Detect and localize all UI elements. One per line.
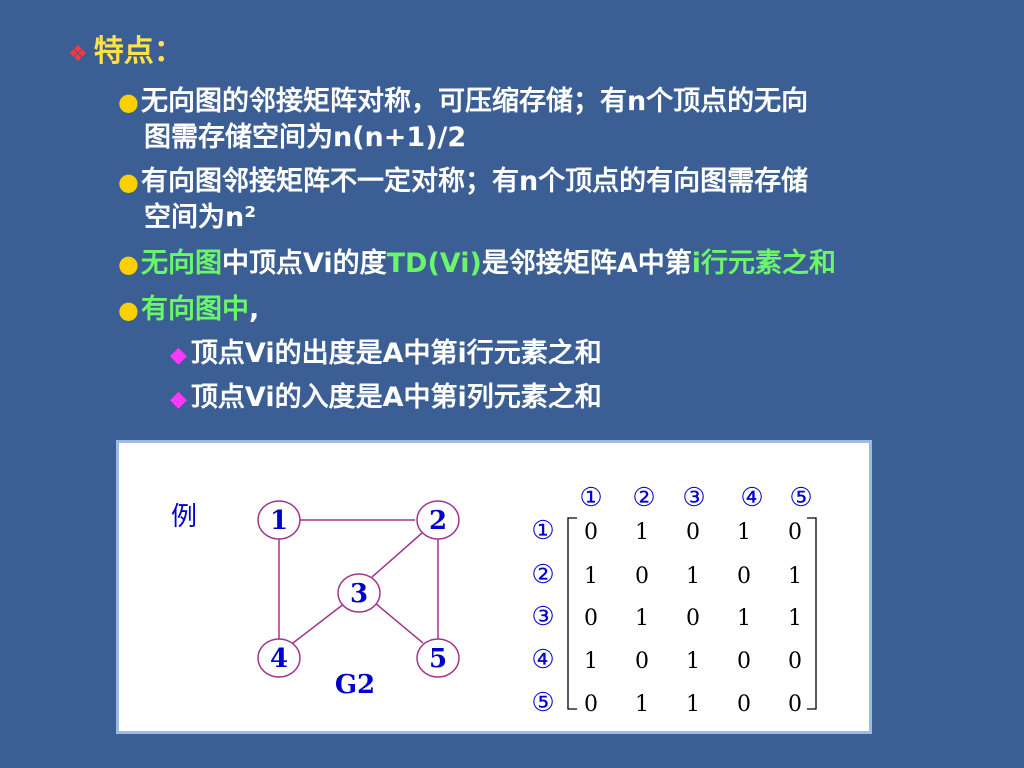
bullet-dot-icon: ● (118, 88, 139, 116)
bullet-3-td: TD(Vi) (386, 248, 482, 279)
matrix-cell-5-4: 0 (737, 692, 751, 717)
matrix-col-label-4: ④ (740, 483, 763, 513)
matrix-row-label-5: ⑤ (531, 688, 554, 718)
graph-name: G2 (335, 670, 375, 700)
matrix-cell-4-3: 1 (686, 649, 700, 674)
bullet-3-line: ●无向图中顶点Vi的度TD(Vi)是邻接矩阵A中第i行元素之和 (118, 246, 836, 282)
edge-3-5 (374, 602, 424, 644)
matrix-cell-1-1: 0 (584, 520, 598, 545)
bullet-1-text-2: 图需存储空间为n(n+1)/2 (144, 122, 467, 153)
matrix-row-label-3: ③ (531, 602, 554, 632)
diamond-icon: ◆ (170, 343, 187, 368)
bullet-3-vertex-degree: 中顶点Vi的度 (221, 248, 387, 279)
graph-node-1-label: 1 (270, 506, 288, 536)
graph-node-5-label: 5 (429, 644, 447, 674)
matrix-cell-5-2: 1 (635, 692, 649, 717)
matrix-cell-1-2: 1 (635, 520, 649, 545)
bullet-3-matrix: 是邻接矩阵A中第 (481, 248, 692, 279)
matrix-cell-1-3: 0 (686, 520, 700, 545)
matrix-cell-4-5: 0 (788, 649, 802, 674)
bullet-2-text-2: 空间为n² (144, 202, 257, 233)
matrix-cell-3-4: 1 (737, 606, 751, 631)
bullet-dot-icon: ● (118, 296, 139, 324)
bullet-4-directed: 有向图中 (140, 294, 249, 325)
example-label: 例 (171, 502, 197, 532)
sub-bullet-2-text: 顶点Vi的入度是A中第i列元素之和 (190, 382, 602, 413)
matrix-cell-2-1: 1 (584, 564, 598, 589)
matrix-row-label-4: ④ (531, 645, 554, 675)
matrix-left-bracket (567, 517, 577, 710)
matrix-cell-3-1: 0 (584, 606, 598, 631)
bullet-dot-icon: ● (118, 250, 139, 278)
matrix-cell-3-3: 0 (686, 606, 700, 631)
matrix-cell-2-4: 0 (737, 564, 751, 589)
graph-node-5 (416, 638, 460, 678)
matrix-cell-3-5: 1 (788, 606, 802, 631)
matrix-cell-2-3: 1 (686, 564, 700, 589)
graph-node-3-label: 3 (350, 579, 368, 609)
graph-edges (278, 519, 439, 644)
bullet-2-text-1: 有向图邻接矩阵不一定对称；有n个顶点的有向图需存储 (140, 166, 809, 197)
heading-text: 特点： (93, 34, 184, 69)
sub-bullet-1-text: 顶点Vi的出度是A中第i行元素之和 (190, 338, 602, 369)
matrix-cell-5-1: 0 (584, 692, 598, 717)
graph-node-2-label: 2 (429, 506, 447, 536)
matrix-col-label-3: ③ (682, 483, 705, 513)
matrix-col-label-2: ② (632, 483, 655, 513)
bullet-1-line-1: ●无向图的邻接矩阵对称，可压缩存储；有n个顶点的无向 (118, 84, 808, 120)
example-figure: 例 1 2 3 4 5 G2 ① (171, 483, 817, 718)
bullet-1-line-2: 图需存储空间为n(n+1)/2 (144, 120, 466, 156)
example-panel: 例 1 2 3 4 5 G2 ① (116, 440, 872, 734)
graph-node-4 (257, 638, 301, 678)
matrix-cell-5-5: 0 (788, 692, 802, 717)
matrix-cell-2-2: 0 (635, 564, 649, 589)
diamond-cluster-icon: ❖ (68, 42, 88, 67)
matrix-col-label-1: ① (579, 483, 602, 513)
bullet-2-line-1: ●有向图邻接矩阵不一定对称；有n个顶点的有向图需存储 (118, 164, 808, 200)
graph-node-4-label: 4 (270, 644, 288, 674)
sub-bullet-2: ◆顶点Vi的入度是A中第i列元素之和 (170, 380, 602, 418)
edge-4-3 (292, 602, 346, 644)
bullet-4-line: ●有向图中, (118, 292, 259, 328)
matrix-cell-4-1: 1 (584, 649, 598, 674)
sub-bullet-1: ◆顶点Vi的出度是A中第i行元素之和 (170, 336, 602, 374)
adjacency-matrix: ① ② ③ ④ ⑤ ① ② ③ ④ ⑤ 0 1 0 1 0 (531, 483, 817, 718)
matrix-cell-4-2: 0 (635, 649, 649, 674)
matrix-row-label-2: ② (531, 560, 554, 590)
matrix-row-label-1: ① (531, 516, 554, 546)
graph-node-1 (257, 500, 301, 540)
matrix-cell-1-4: 1 (737, 520, 751, 545)
diamond-icon: ◆ (170, 387, 187, 412)
graph-node-3 (337, 573, 381, 613)
matrix-cell-3-2: 1 (635, 606, 649, 631)
bullet-1-text-1: 无向图的邻接矩阵对称，可压缩存储；有n个顶点的无向 (140, 86, 809, 117)
matrix-cell-5-3: 1 (686, 692, 700, 717)
slide-heading: ❖特点： (68, 34, 184, 73)
matrix-cell-2-5: 1 (788, 564, 802, 589)
bullet-4-comma: , (248, 294, 260, 325)
bullet-2-line-2: 空间为n² (144, 200, 256, 236)
bullet-dot-icon: ● (118, 168, 139, 196)
matrix-cell-1-5: 0 (788, 520, 802, 545)
bullet-3-undirected: 无向图 (140, 248, 222, 279)
matrix-cell-4-4: 0 (737, 649, 751, 674)
edge-3-2 (371, 532, 423, 578)
graph-node-2 (416, 500, 460, 540)
matrix-right-bracket (807, 517, 817, 710)
bullet-3-row-sum: i行元素之和 (691, 248, 836, 279)
matrix-col-label-5: ⑤ (789, 483, 812, 513)
